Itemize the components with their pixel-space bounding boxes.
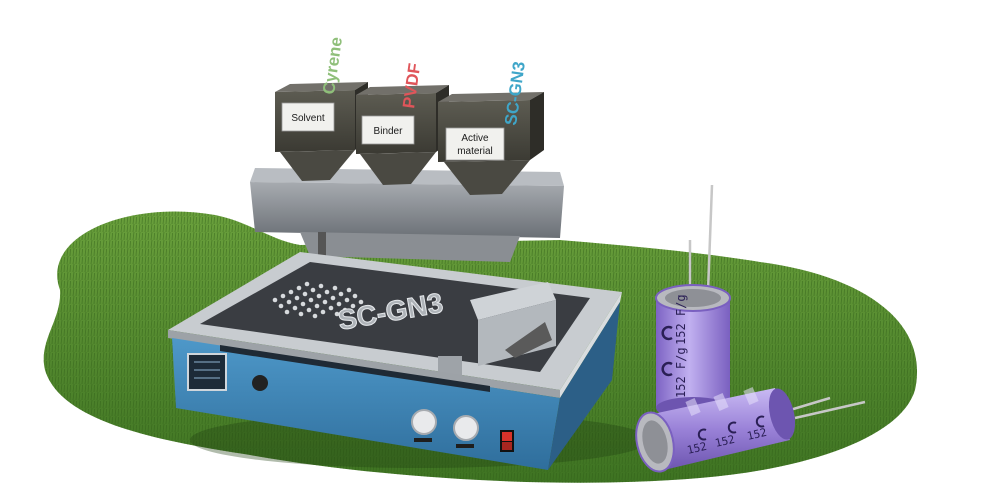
capacitor-lying-mark-2: 152	[714, 433, 736, 450]
dial-left[interactable]	[411, 409, 437, 435]
hopper-label-binder: Binder	[374, 126, 404, 137]
dial-right[interactable]	[453, 415, 479, 441]
coating-machine: SC-GN3	[168, 252, 622, 470]
hopper-active-material: Active material SC-GN3	[438, 60, 544, 195]
capacitor-lying: 152 152 152	[635, 387, 866, 473]
display-panel	[187, 353, 227, 391]
capacitor-mark-1: 152 F/g	[674, 294, 688, 345]
coating-dot-grid	[272, 281, 364, 319]
black-knob[interactable]	[252, 375, 268, 391]
capacitor-lying-mark-1: 152	[686, 440, 708, 457]
hopper-label-active: Active	[461, 133, 489, 144]
hopper-binder: Binder PVDF	[356, 62, 449, 185]
capacitor-lying-mark-3: 152	[746, 426, 768, 443]
hopper-label-material: material	[457, 146, 493, 157]
hopper-label-solvent: Solvent	[291, 113, 325, 124]
hopper-solvent: Solvent Cyrene	[275, 36, 368, 181]
capacitor-standing: 152 F/g 152 F/g	[655, 184, 731, 419]
capacitor-mark-2: 152 F/g	[674, 347, 688, 398]
